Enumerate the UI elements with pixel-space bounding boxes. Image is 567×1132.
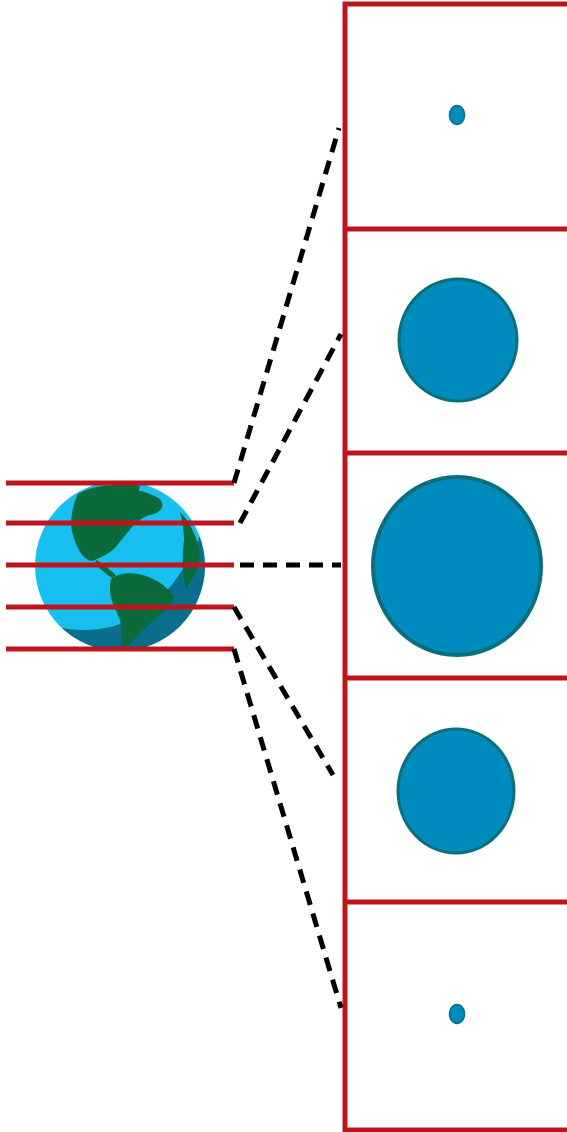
cross-section-5 (450, 1005, 465, 1024)
connector-line (234, 649, 341, 1008)
cross-section-shape (373, 477, 541, 655)
cross-section-3 (373, 477, 541, 655)
earth-globe-icon (35, 481, 207, 656)
cross-section-shape (399, 279, 517, 401)
connectors (234, 128, 341, 1008)
connector-line (240, 334, 341, 523)
cross-section-4 (398, 729, 514, 853)
connector-line (234, 128, 339, 483)
cross-section-shape (450, 1005, 465, 1024)
cross-section-shape (450, 106, 465, 125)
cross-section-1 (450, 106, 465, 125)
cross-section-panels (345, 4, 567, 1130)
cross-section-2 (399, 279, 517, 401)
cross-section-shape (398, 729, 514, 853)
connector-line (234, 607, 333, 775)
